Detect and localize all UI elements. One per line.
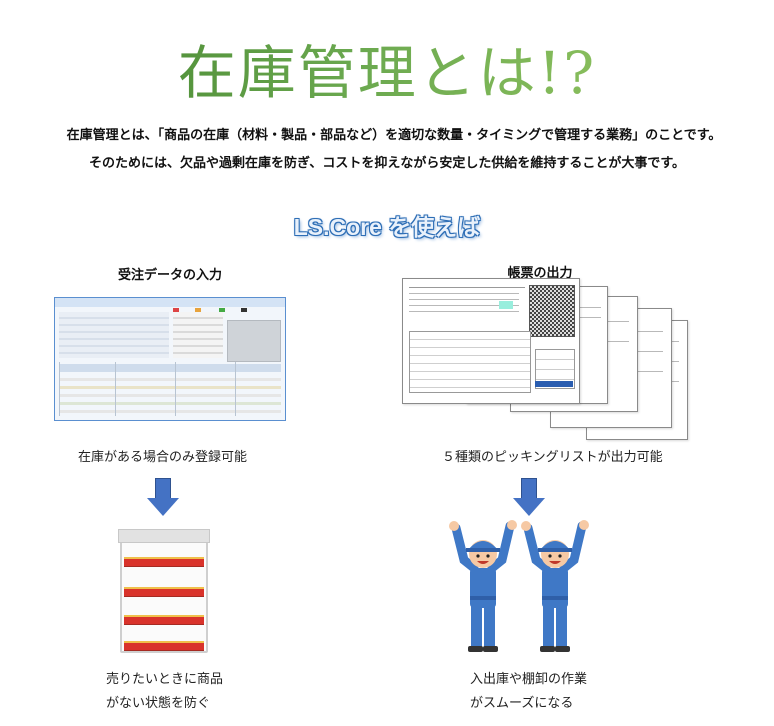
order-input-result-line-2: がない状態を防ぐ [106, 696, 211, 711]
arrow-down-icon [512, 478, 546, 518]
cheering-workers-icon [449, 520, 589, 652]
order-input-heading: 受注データの入力 [117, 268, 222, 283]
intro-line-1: 在庫管理とは、「商品の在庫（材料・製品・部品など）を適切な数量・タイミングで管理… [66, 128, 722, 143]
order-input-result: 売りたいときに商品 がない状態を防ぐ [106, 668, 223, 716]
order-input-caption: 在庫がある場合のみ登録可能 [78, 450, 248, 465]
order-entry-screenshot [54, 297, 286, 421]
report-output-result-line-1: 入出庫や棚卸の作業 [470, 672, 588, 687]
page-title: 在庫管理とは!? [0, 26, 774, 110]
arrow-down-icon [146, 478, 180, 518]
report-output-caption: ５種類のピッキングリストが出力可能 [442, 450, 663, 465]
shelf-icon [118, 529, 210, 653]
order-input-result-line-1: 売りたいときに商品 [106, 672, 224, 687]
report-output-heading: 帳票の出力 [507, 266, 573, 281]
report-output-result: 入出庫や棚卸の作業 がスムーズになる [470, 668, 587, 716]
picking-list-documents [400, 278, 690, 440]
lscore-heading: LS.Core を使えば [293, 214, 481, 240]
intro-line-2: そのためには、欠品や過剰在庫を防ぎ、コストを抑えながら安定した供給を維持すること… [88, 156, 686, 171]
report-output-result-line-2: がスムーズになる [470, 696, 574, 711]
